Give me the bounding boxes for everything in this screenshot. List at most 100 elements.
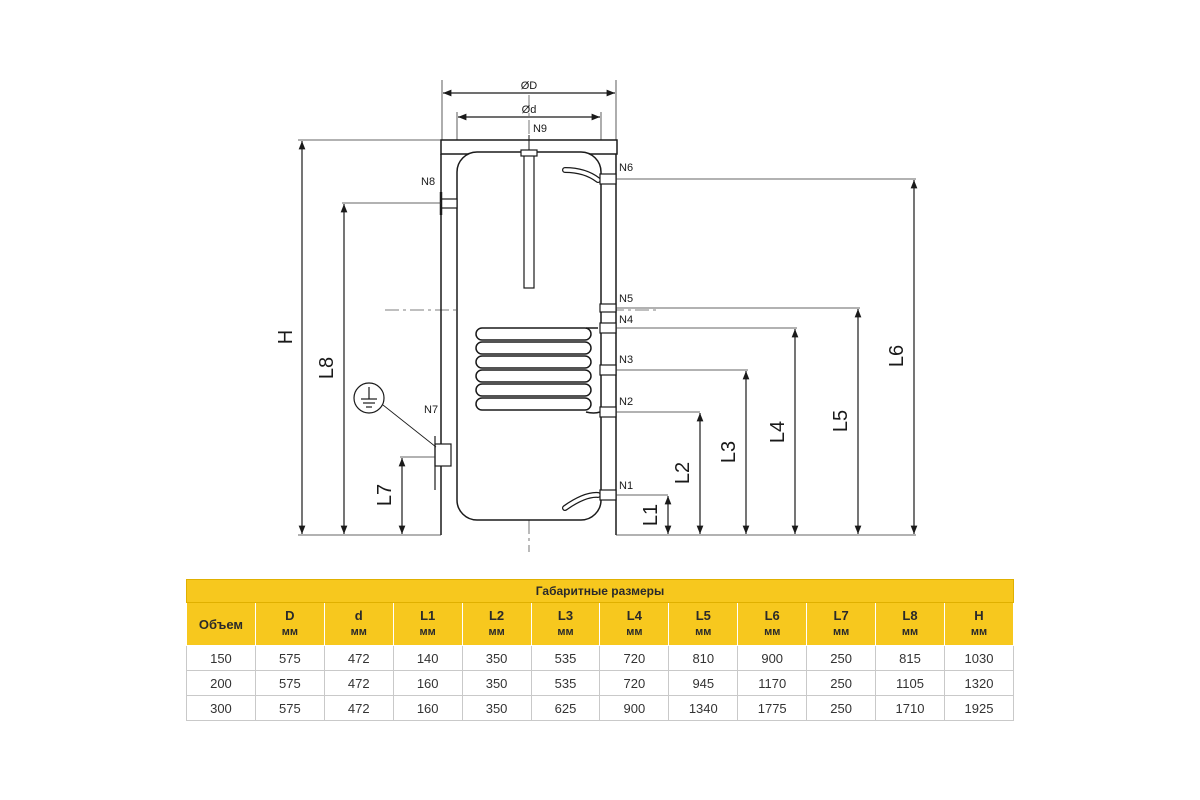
table-cell: 1775 (737, 695, 808, 721)
column-header-name: L4 (626, 608, 642, 623)
table-cell: 575 (254, 670, 325, 696)
table-cell: 945 (668, 670, 739, 696)
table-cell: 472 (323, 695, 394, 721)
column-header: L5 мм (668, 602, 739, 646)
outer-diameter-label: ØD (521, 80, 538, 92)
table-cell: 900 (737, 645, 808, 671)
n5-label: N5 (619, 293, 633, 305)
table-cell: 1340 (668, 695, 739, 721)
column-header-unit: мм (281, 626, 298, 638)
n2-port (599, 406, 617, 418)
l1-label: L1 (640, 504, 662, 526)
column-header-name: L7 (833, 608, 849, 623)
n6-label: N6 (619, 162, 633, 174)
inner-diameter-dimension: Ød (456, 104, 602, 140)
ground-icon (353, 382, 437, 448)
l7-label: L7 (374, 484, 396, 506)
column-header-name: H (974, 608, 984, 623)
table-cell: 250 (806, 645, 877, 671)
column-header: Объем (186, 602, 256, 646)
column-header-name: L6 (764, 608, 780, 623)
column-header: L3 мм (530, 602, 601, 646)
left-extension-lines (298, 139, 441, 536)
table-cell: 160 (392, 695, 463, 721)
table-cell: 535 (530, 645, 601, 671)
table-title: Габаритные размеры (186, 579, 1014, 603)
table-cell: 575 (254, 695, 325, 721)
column-header-name: L2 (488, 608, 505, 623)
right-dimension-lines (664, 180, 918, 534)
table-cell: 1320 (943, 670, 1015, 696)
column-header: L8 мм (875, 602, 945, 646)
column-header-unit: мм (488, 626, 505, 638)
l6-label: L6 (886, 345, 908, 367)
table-cell: 160 (392, 670, 463, 696)
table-cell: 900 (599, 695, 670, 721)
l8-label: L8 (316, 357, 338, 379)
column-header-unit: мм (557, 626, 574, 638)
table-cell: 1925 (943, 695, 1015, 721)
table-cell: 720 (599, 670, 670, 696)
n5-port (599, 303, 617, 313)
table-cell: 350 (461, 670, 532, 696)
column-header-name: L5 (695, 608, 711, 623)
column-header-unit: мм (695, 626, 712, 638)
left-ports (434, 192, 458, 490)
table-cell: 472 (323, 670, 394, 696)
table-cell: 625 (530, 695, 601, 721)
column-header-name: d (354, 608, 363, 623)
left-dimension-lines (298, 141, 406, 534)
column-header-unit: мм (970, 626, 988, 638)
table-cell: 1030 (943, 645, 1015, 671)
n9-label: N9 (533, 123, 547, 135)
column-header: L6 мм (737, 602, 808, 646)
table-cell: 1105 (875, 670, 945, 696)
n6-port (599, 173, 617, 185)
table-cell: 350 (461, 695, 532, 721)
n3-label: N3 (619, 354, 633, 366)
column-header: d мм (323, 602, 394, 646)
table-cell: 472 (323, 645, 394, 671)
column-header-unit: мм (764, 626, 781, 638)
boiler-drawing: ØD Ød N9 (275, 80, 918, 552)
column-header-unit: мм (626, 626, 643, 638)
table-cell: 250 (806, 670, 877, 696)
n3-port (599, 364, 617, 376)
column-header-unit: мм (419, 626, 436, 638)
anode-rod (523, 153, 535, 289)
n7-port (434, 443, 452, 467)
heating-coil (475, 327, 601, 414)
table-cell: 350 (461, 645, 532, 671)
column-header: L2 мм (461, 602, 532, 646)
column-header-unit: мм (350, 626, 367, 638)
right-pipes (562, 167, 617, 511)
h-label: H (275, 330, 297, 344)
n8-port (440, 198, 458, 209)
column-header-name: D (285, 608, 295, 623)
table-cell: 150 (186, 645, 256, 671)
l2-label: L2 (672, 462, 694, 484)
table-cell: 1710 (875, 695, 945, 721)
column-header: L4 мм (599, 602, 670, 646)
column-header: L7 мм (806, 602, 877, 646)
outer-diameter-dimension: ØD (441, 80, 617, 140)
column-header-name: L8 (902, 608, 918, 623)
l3-label: L3 (718, 441, 740, 463)
table-cell: 1170 (737, 670, 808, 696)
table-cell: 810 (668, 645, 739, 671)
column-header-name: L3 (557, 608, 574, 623)
column-header-unit: мм (832, 626, 850, 638)
inner-diameter-label: Ød (522, 104, 537, 116)
table-cell: 815 (875, 645, 945, 671)
column-header-name: L1 (420, 608, 436, 623)
n1-port (599, 489, 617, 501)
column-header-unit: мм (901, 626, 919, 638)
table-cell: 300 (186, 695, 256, 721)
table-cell: 720 (599, 645, 670, 671)
